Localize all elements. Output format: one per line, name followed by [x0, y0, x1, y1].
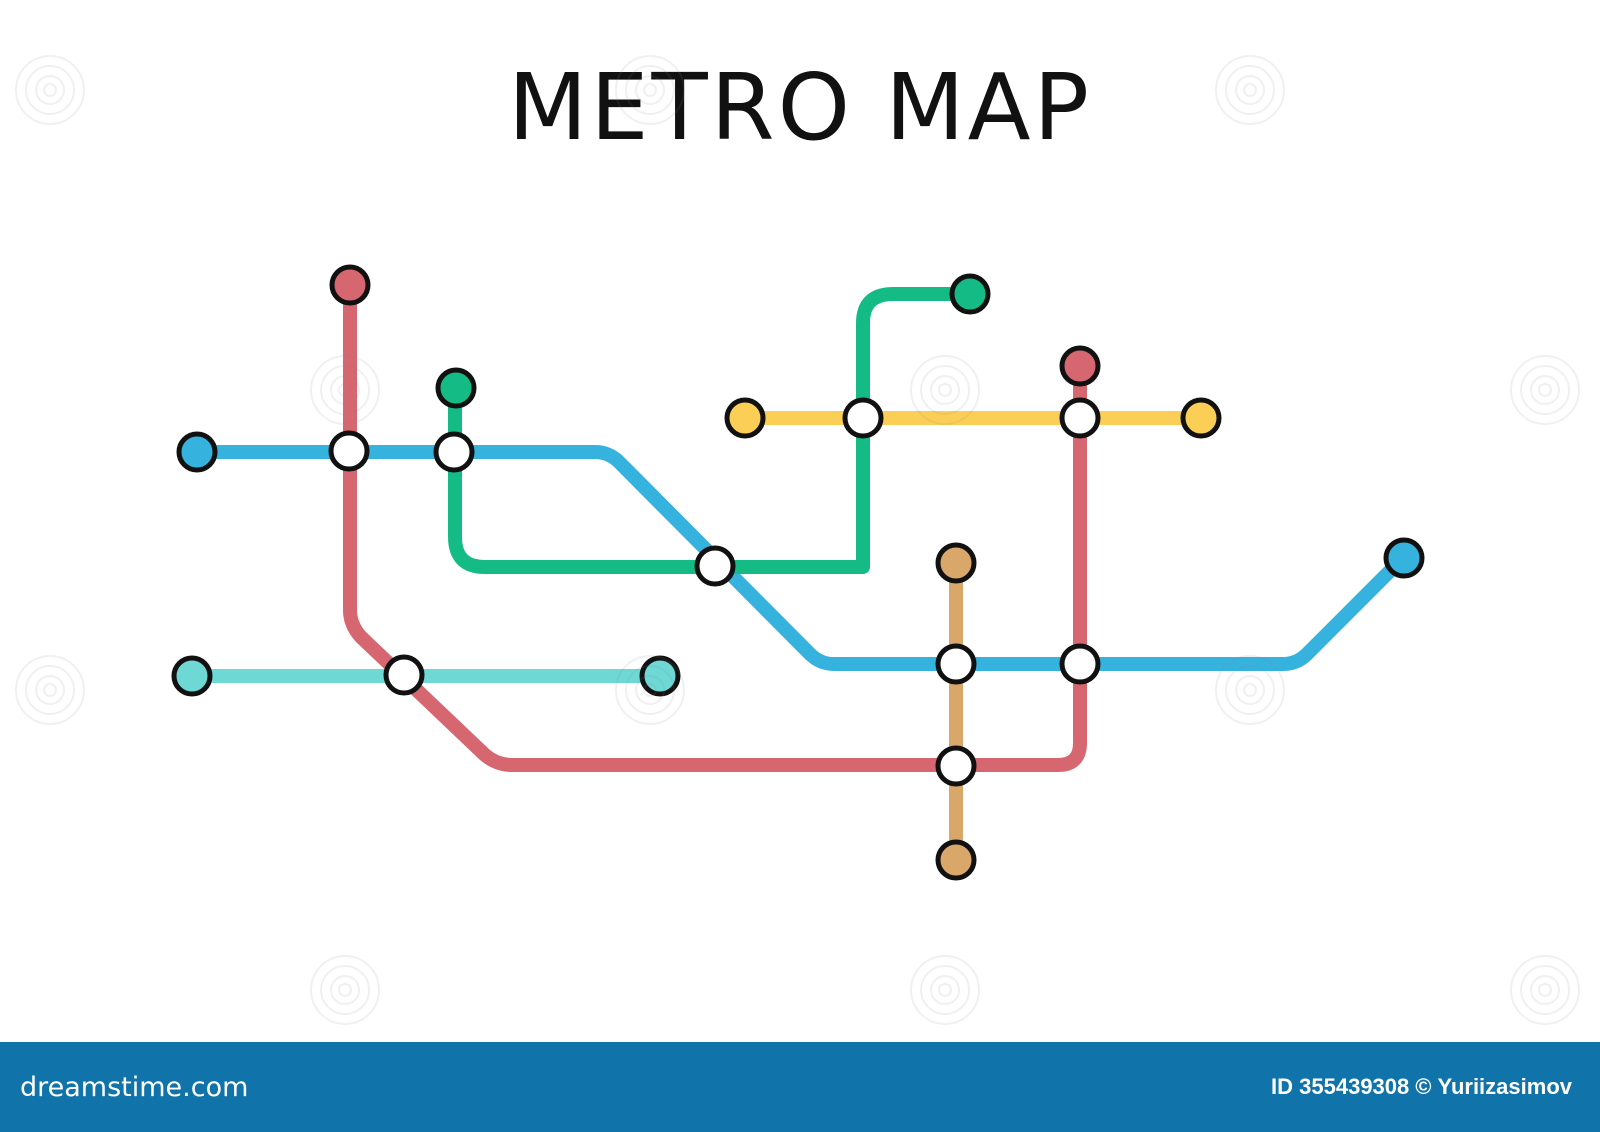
watermark-spiral-icon: [615, 655, 685, 725]
terminal-station-teal: [171, 655, 213, 697]
transfer-station: [1059, 643, 1101, 685]
watermark-spiral-icon: [1510, 355, 1580, 425]
transfer-station: [1059, 397, 1101, 439]
transfer-station: [842, 397, 884, 439]
watermark-spiral-icon: [1215, 655, 1285, 725]
watermark-spiral-icon: [15, 655, 85, 725]
metro-line-blue: [197, 445, 1407, 671]
transfer-station: [328, 430, 370, 472]
watermark-spiral-icon: [615, 55, 685, 125]
watermark-spiral-icon: [310, 355, 380, 425]
terminal-station-red: [329, 264, 371, 306]
terminal-station-blue: [176, 431, 218, 473]
terminal-station-tan: [935, 542, 977, 584]
transfer-station: [935, 643, 977, 685]
transfer-station: [433, 431, 475, 473]
watermark-layer: [15, 55, 1580, 1025]
stations-layer: [171, 264, 1425, 881]
terminal-station-tan: [935, 839, 977, 881]
footer-brand[interactable]: dreamstime.com: [20, 1072, 248, 1103]
watermark-spiral-icon: [1510, 955, 1580, 1025]
lines-layer: [192, 285, 1407, 860]
transfer-station: [694, 545, 736, 587]
copyright-symbol: ©: [1415, 1074, 1432, 1099]
watermark-spiral-icon: [15, 55, 85, 125]
terminal-station-yellow: [1180, 397, 1222, 439]
terminal-station-blue: [1383, 537, 1425, 579]
watermark-spiral-icon: [310, 955, 380, 1025]
footer-credit: ID 355439308 © Yuriizasimov: [1271, 1074, 1572, 1100]
watermark-spiral-icon: [910, 355, 980, 425]
author-name[interactable]: Yuriizasimov: [1437, 1074, 1572, 1099]
metro-line-green: [448, 287, 968, 574]
terminal-station-yellow: [724, 397, 766, 439]
terminal-station-green: [435, 367, 477, 409]
watermark-spiral-icon: [1215, 55, 1285, 125]
image-id: ID 355439308: [1271, 1074, 1410, 1099]
terminal-station-red: [1059, 345, 1101, 387]
terminal-station-teal: [639, 655, 681, 697]
transfer-station: [383, 654, 425, 696]
footer-brand-text: dreamstime.com: [20, 1072, 249, 1103]
terminal-station-green: [949, 273, 991, 315]
page-title: METRO MAP: [507, 54, 1093, 161]
watermark-spiral-icon: [910, 955, 980, 1025]
transfer-station: [935, 745, 977, 787]
metro-line-red: [343, 285, 1087, 772]
footer-bar: dreamstime.com ID 355439308 © Yuriizasim…: [0, 1042, 1600, 1132]
